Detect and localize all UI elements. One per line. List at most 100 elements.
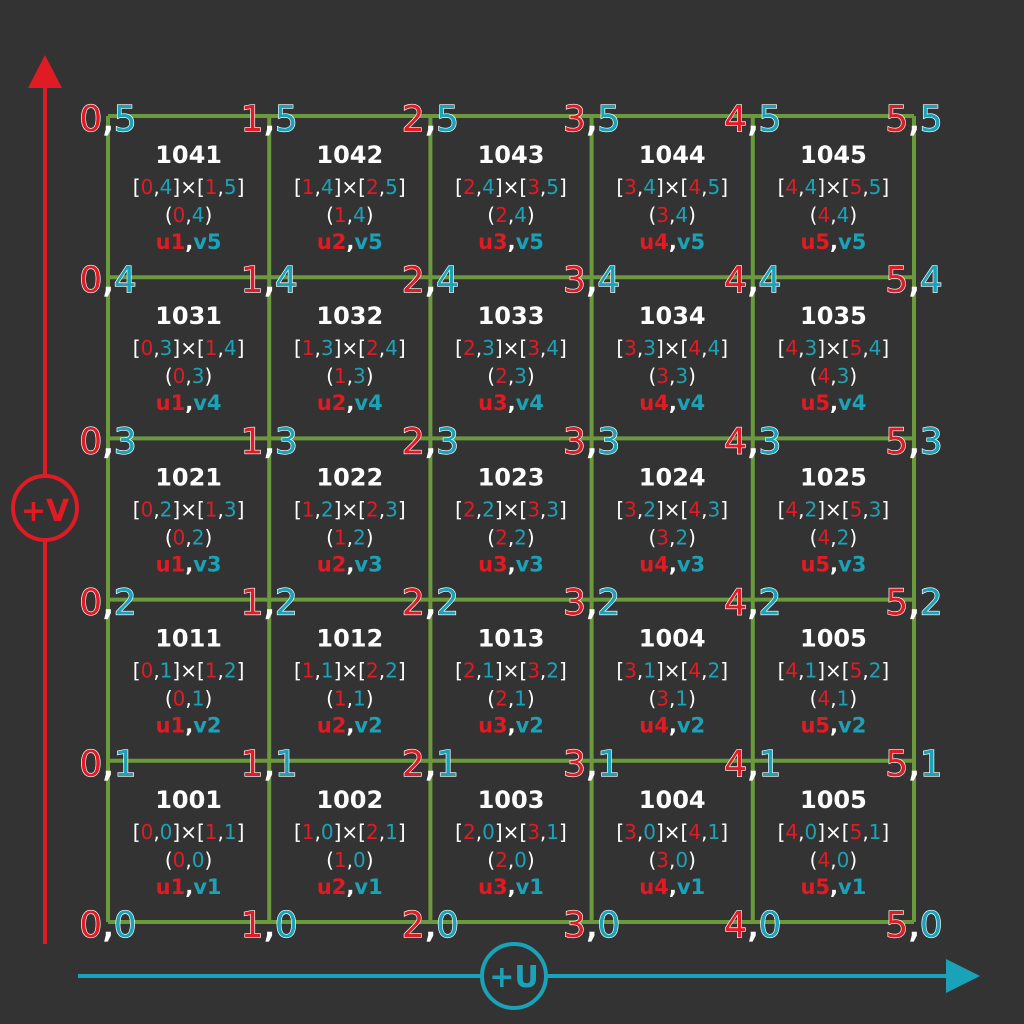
tile: 1005[4,1]×[5,2](4,1)u5,v2 [778, 625, 890, 738]
corner-coordinate: 3,4 [563, 260, 620, 301]
u-axis-badge [480, 942, 548, 1010]
tile-uv-name: u4,v3 [639, 552, 705, 576]
tile-udim-number: 1011 [155, 625, 222, 653]
tile-uv-offset: (2,0) [487, 848, 534, 872]
corner-coordinate: 4,0 [724, 905, 781, 946]
tile-uv-range: [2,4]×[3,5] [455, 175, 567, 199]
corner-coordinate: 3,2 [563, 583, 620, 624]
tile-uv-offset: (1,4) [326, 203, 373, 227]
corner-coordinate: 4,2 [724, 583, 781, 624]
tile-uv-range: [1,0]×[2,1] [294, 820, 406, 844]
tile: 1041[0,4]×[1,5](0,4)u1,v5 [133, 141, 245, 254]
tile-uv-name: u3,v4 [478, 391, 544, 415]
tile-udim-number: 1035 [800, 302, 867, 330]
tile-uv-range: [2,2]×[3,3] [455, 497, 567, 521]
tile-udim-number: 1041 [155, 141, 222, 169]
tile-uv-offset: (0,4) [165, 203, 212, 227]
corner-coordinate: 2,1 [402, 744, 459, 785]
tile-uv-range: [0,2]×[1,3] [133, 497, 245, 521]
tile-uv-offset: (0,2) [165, 525, 212, 549]
u-axis: +U [78, 942, 980, 1010]
tile: 1034[3,3]×[4,4](3,3)u4,v4 [616, 302, 728, 415]
tile-uv-offset: (3,0) [648, 848, 695, 872]
tile-udim-number: 1033 [478, 302, 545, 330]
tile-uv-offset: (1,1) [326, 687, 373, 711]
corner-coordinate: 0,3 [79, 421, 136, 462]
tile-udim-number: 1013 [478, 625, 545, 653]
corner-coordinate: 4,4 [724, 260, 781, 301]
corner-coordinate: 2,0 [402, 905, 459, 946]
tile: 1004[3,1]×[4,2](3,1)u4,v2 [616, 625, 728, 738]
corner-coordinate: 5,4 [885, 260, 942, 301]
tile: 1012 [1,1]×[2,2] (1,1) u2,v2 [294, 625, 406, 738]
tile-udim-number: 1012 [316, 625, 383, 653]
corner-coordinate: 3,1 [563, 744, 620, 785]
tile-udim-number: 1004 [639, 786, 706, 814]
corner-coordinate: 5,1 [885, 744, 942, 785]
tile-udim-number: 1003 [478, 786, 545, 814]
tile-uv-name: u5,v2 [800, 714, 866, 738]
tile-uv-name: u1,v4 [156, 391, 222, 415]
corner-coordinate: 0,0 [79, 905, 136, 946]
tile-uv-range: [4,4]×[5,5] [778, 175, 890, 199]
corner-coordinate: 3,3 [563, 421, 620, 462]
tile-udim-number: 1001 [155, 786, 222, 814]
tile-uv-name: u4,v4 [639, 391, 705, 415]
tile-uv-range: [4,3]×[5,4] [778, 336, 890, 360]
tile-uv-name: u5,v3 [800, 552, 866, 576]
corner-coordinate: 0,5 [79, 99, 136, 140]
corner-coordinate: 0,2 [79, 583, 136, 624]
tile: 1013[2,1]×[3,2](2,1)u3,v2 [455, 625, 567, 738]
tile-uv-range: [0,0]×[1,1] [133, 820, 245, 844]
tile-udim-number: 1022 [316, 463, 383, 491]
tile-uv-name: u5,v4 [800, 391, 866, 415]
tile-uv-name: u2,v2 [317, 714, 383, 738]
tile-uv-range: [0,3]×[1,4] [133, 336, 245, 360]
corner-coordinate: 1,1 [241, 744, 298, 785]
tile-uv-offset: (2,3) [487, 364, 534, 388]
corner-coordinate: 2,4 [402, 260, 459, 301]
tile-uv-name: u3,v2 [478, 714, 544, 738]
tile-uv-name: u2,v3 [317, 552, 383, 576]
grid-lines [106, 114, 916, 924]
v-axis-arrowhead [28, 55, 62, 88]
tiles: 1001[0,0]×[1,1](0,0)u1,v11002[1,0]×[2,1]… [133, 141, 889, 899]
corner-coordinate: 2,3 [402, 421, 459, 462]
tile: 1011[0,1]×[1,2](0,1)u1,v2 [133, 625, 245, 738]
tile-uv-name: u3,v1 [478, 875, 544, 899]
corner-coordinate: 4,3 [724, 421, 781, 462]
tile-uv-range: [3,2]×[4,3] [616, 497, 728, 521]
tile-uv-name: u4,v2 [639, 714, 705, 738]
corner-coordinate: 1,2 [241, 583, 298, 624]
corner-coordinate: 5,2 [885, 583, 942, 624]
corner-coordinate: 2,5 [402, 99, 459, 140]
tile: 1035[4,3]×[5,4](4,3)u5,v4 [778, 302, 890, 415]
tile: 1042[1,4]×[2,5](1,4)u2,v5 [294, 141, 406, 254]
corner-coordinate: 0,1 [79, 744, 136, 785]
tile-uv-offset: (3,2) [648, 525, 695, 549]
tile-uv-offset: (1,3) [326, 364, 373, 388]
tile-uv-offset: (0,1) [165, 687, 212, 711]
tile-uv-range: [0,1]×[1,2] [133, 659, 245, 683]
tile-uv-offset: (0,3) [165, 364, 212, 388]
tile-uv-offset: (4,4) [810, 203, 857, 227]
tile-udim-number: 1005 [800, 786, 867, 814]
tile-udim-number: 1034 [639, 302, 706, 330]
tile: 1023[2,2]×[3,3](2,2)u3,v3 [455, 463, 567, 576]
tile-uv-range: [1,1]×[2,2] [294, 659, 406, 683]
corner-coordinate: 5,5 [885, 99, 942, 140]
corner-coordinate: 5,3 [885, 421, 942, 462]
tile-uv-offset: (3,4) [648, 203, 695, 227]
tile: 1032[1,3]×[2,4](1,3)u2,v4 [294, 302, 406, 415]
corner-coordinate: 1,4 [241, 260, 298, 301]
tile-uv-range: [4,2]×[5,3] [778, 497, 890, 521]
tile-uv-offset: (1,0) [326, 848, 373, 872]
tile-udim-number: 1032 [316, 302, 383, 330]
corner-coordinate: 5,0 [885, 905, 942, 946]
corner-coordinate: 3,5 [563, 99, 620, 140]
tile-udim-number: 1002 [316, 786, 383, 814]
tile-uv-range: [3,0]×[4,1] [616, 820, 728, 844]
tile-uv-name: u5,v5 [800, 230, 866, 254]
